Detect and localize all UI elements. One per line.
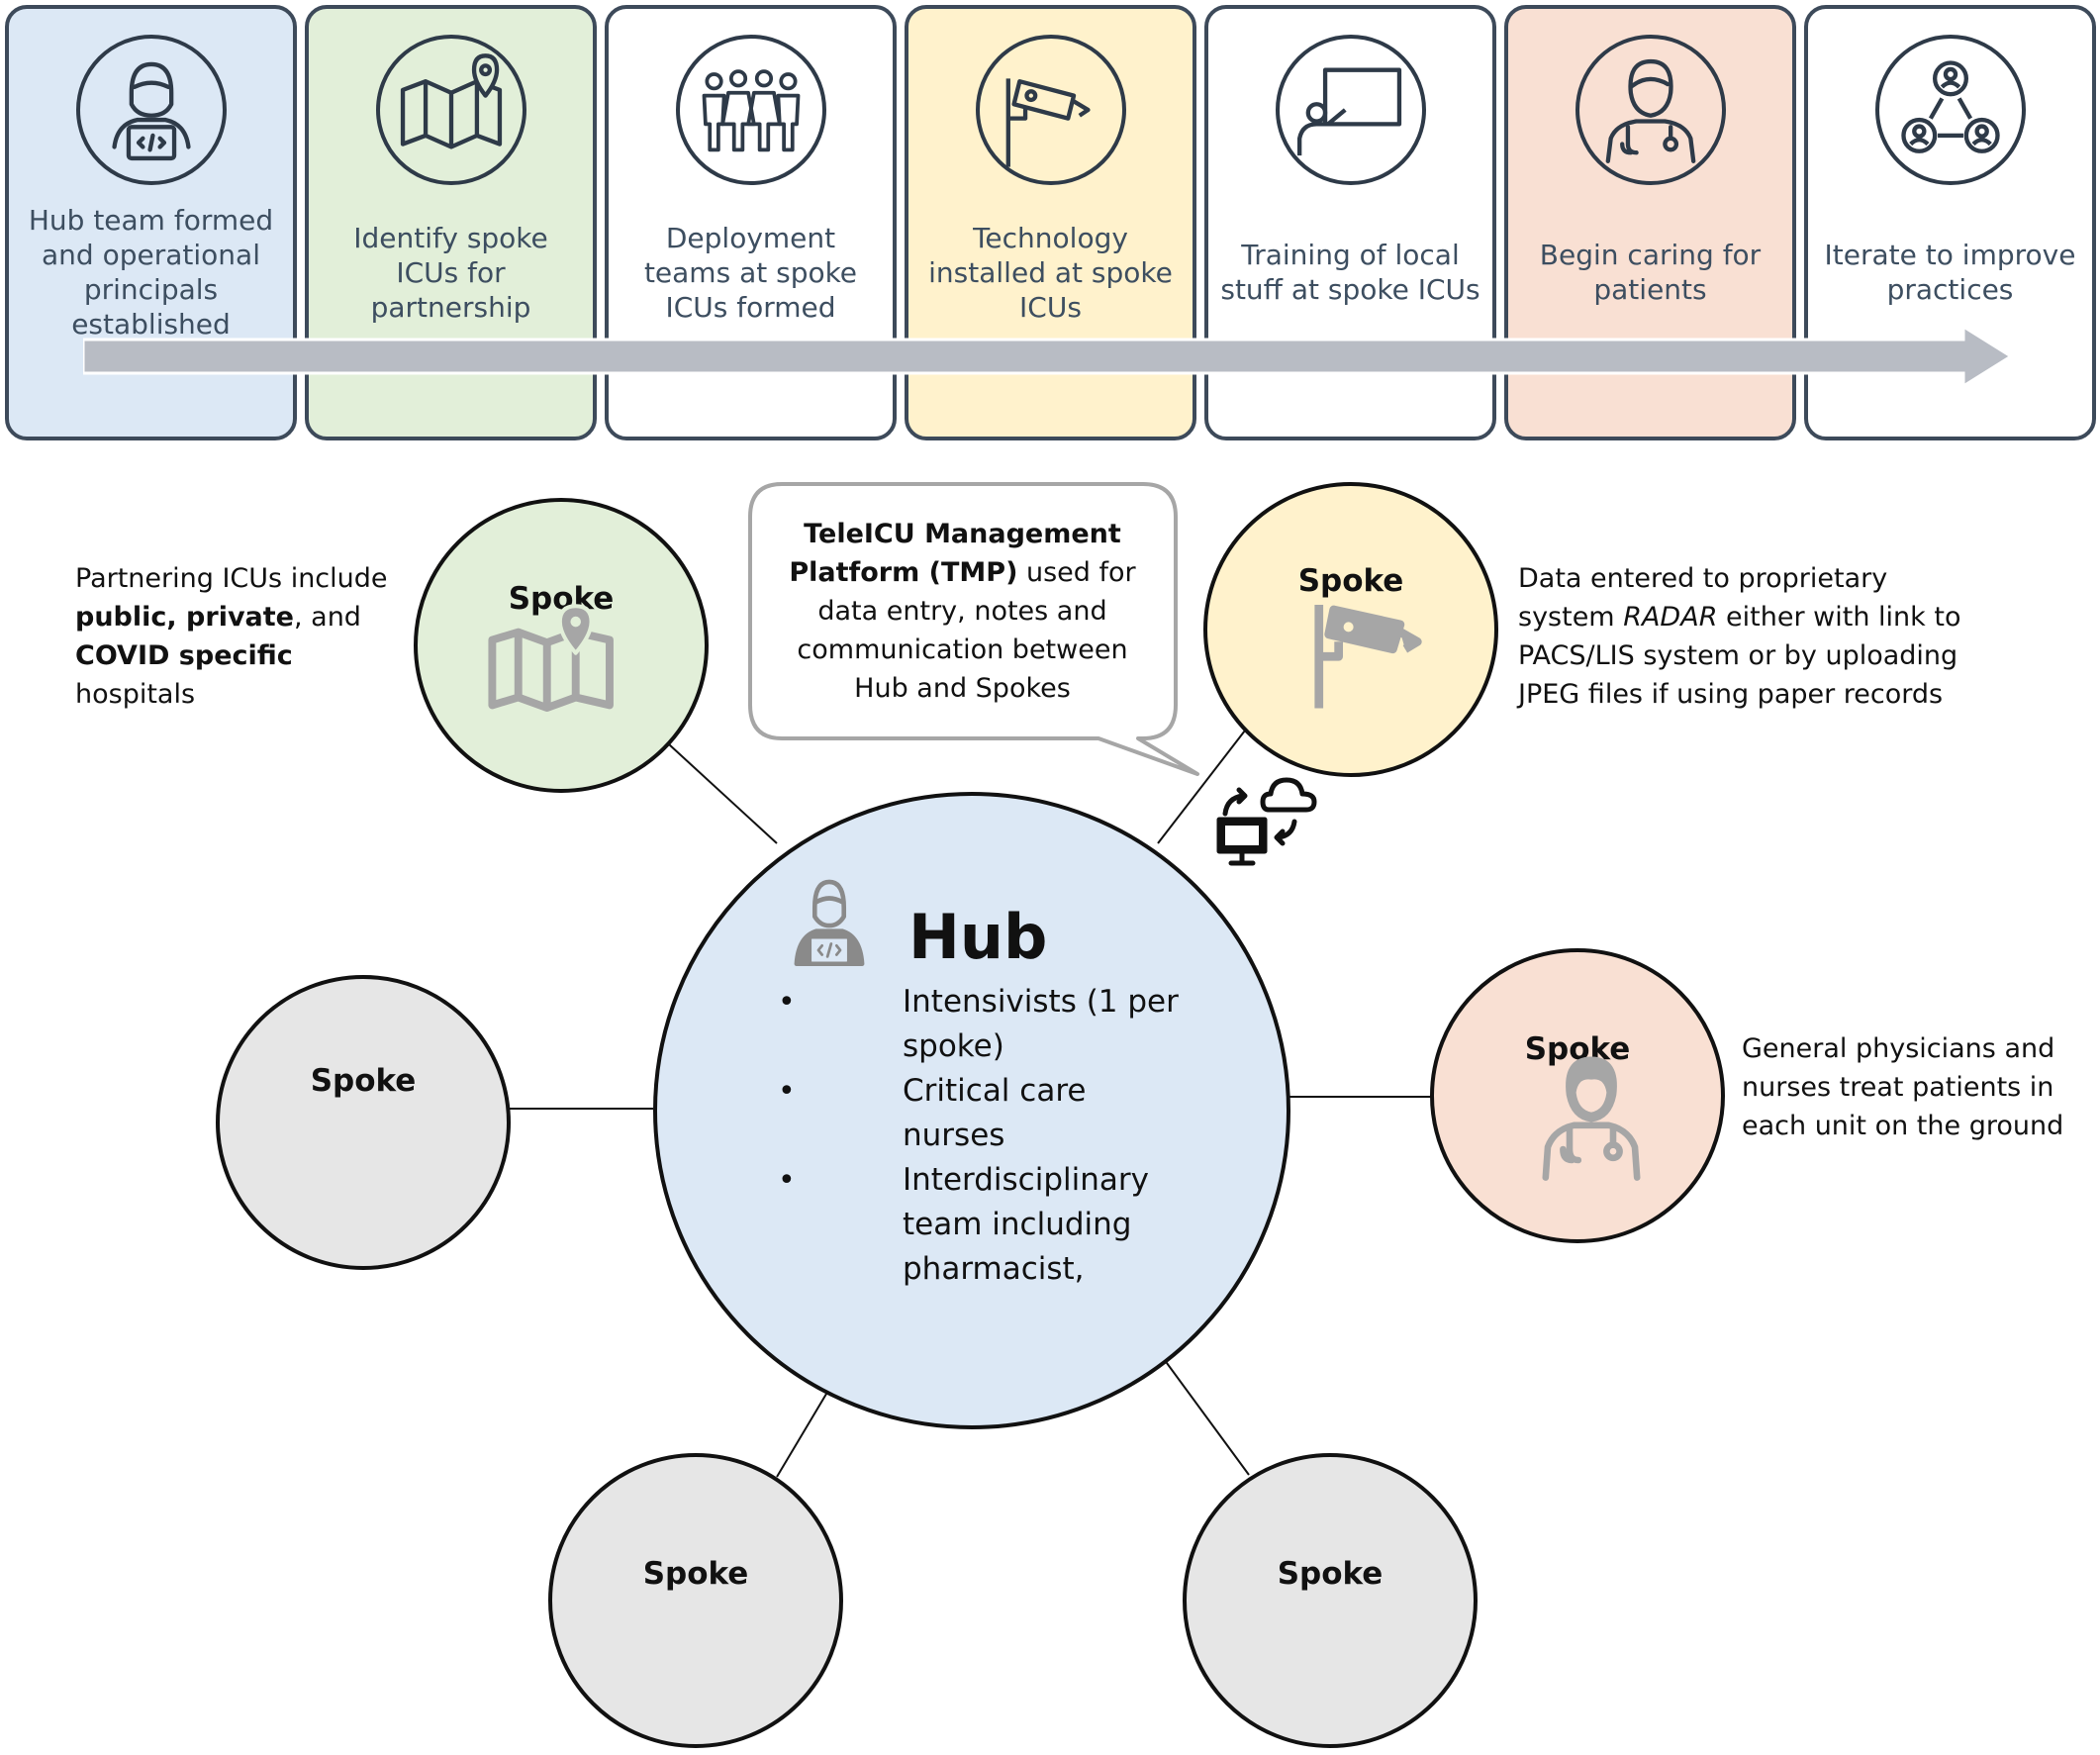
spoke-node-map: Spoke — [414, 498, 709, 793]
connector-hub-spoke-2 — [1157, 730, 1246, 844]
timeline-step-label: Deployment teams at spoke ICUs formed — [643, 221, 858, 324]
hub-roles-list: •Intensivists (1 per spoke) •Critical ca… — [772, 980, 1188, 1292]
spoke-label: Spoke — [1297, 563, 1404, 599]
spoke-node-camera: Spoke — [1203, 482, 1498, 777]
spoke-label: Spoke — [642, 1556, 749, 1592]
hub-role-item: •Critical care nurses — [778, 1073, 1087, 1153]
hub-title: Hub — [908, 901, 1048, 973]
hub-node — [653, 792, 1290, 1429]
spoke-label: Spoke — [310, 1063, 417, 1099]
callout-bubble — [748, 482, 1199, 776]
map-pin-icon — [375, 35, 526, 185]
developer-icon — [784, 869, 875, 973]
hub-role-item: •Interdisciplinary team including pharma… — [778, 1162, 1149, 1287]
timeline-step-label: Iterate to improve practices — [1824, 239, 2076, 306]
callout-text: TeleICU Management Platform (TMP) used f… — [789, 519, 1136, 704]
spoke-label: Spoke — [1277, 1556, 1384, 1592]
map-pin-icon — [487, 601, 618, 712]
camera-icon — [975, 35, 1126, 185]
connector-hub-spoke-1 — [668, 743, 778, 844]
doctor-icon — [1537, 1051, 1646, 1182]
hub-role-item: •Intensivists (1 per spoke) — [778, 984, 1179, 1064]
data-entry-annotation: Data entered to proprietary system RADAR… — [1518, 563, 1961, 710]
timeline-step-label: Hub team formed and operational principa… — [28, 204, 274, 341]
timeline-step-label: Begin caring for patients — [1539, 239, 1762, 306]
doctor-icon — [1575, 35, 1726, 185]
spoke-node-left: Spoke — [216, 975, 511, 1270]
spoke-node-doctor: Spoke — [1430, 948, 1725, 1243]
presentation-icon — [1275, 35, 1426, 185]
developer-icon — [75, 35, 227, 185]
camera-icon — [1311, 600, 1435, 711]
team-icon — [675, 35, 826, 185]
timeline-step-label: Training of local stuff at spoke ICUs — [1220, 239, 1480, 306]
spoke-node-bottom-right: Spoke — [1183, 1453, 1478, 1748]
spoke-node-bottom-left: Spoke — [548, 1453, 843, 1748]
network-icon — [1874, 35, 2026, 185]
cloud-sync-icon — [1215, 770, 1322, 869]
timeline-step-label: Identify spoke ICUs for partnership — [353, 221, 548, 324]
connector-hub-spoke-6 — [1155, 1347, 1250, 1476]
physicians-annotation: General physicians and nurses treat pati… — [1742, 1033, 2064, 1141]
timeline-step-label: Technology installed at spoke ICUs — [928, 221, 1173, 324]
timeline-arrow — [83, 327, 2013, 386]
partner-annotation: Partnering ICUs include public, private,… — [75, 563, 388, 710]
